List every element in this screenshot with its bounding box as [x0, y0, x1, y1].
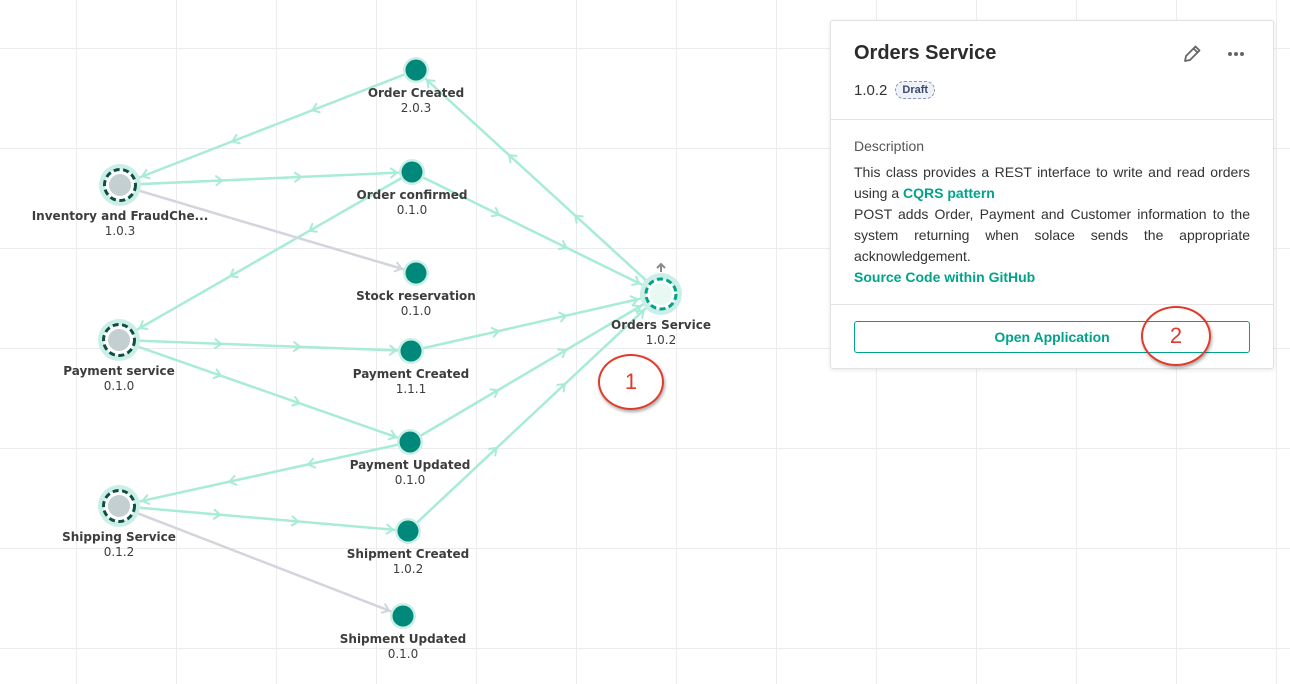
- description-label: Description: [854, 138, 925, 154]
- edge-shipment_created-to-orders_service: [407, 293, 662, 532]
- edge-payment_updated-to-orders_service: [409, 292, 662, 444]
- divider: [831, 119, 1273, 120]
- node-payment-created[interactable]: [398, 338, 424, 364]
- node-payment-service[interactable]: [98, 319, 140, 361]
- node-name: Inventory and FraudChe...: [31, 209, 209, 223]
- description-line: POST adds Order, Payment and Customer in…: [854, 206, 1250, 264]
- node-version: 0.1.0: [394, 473, 426, 487]
- cqrs-pattern-link[interactable]: CQRS pattern: [903, 185, 995, 201]
- edge-shipping-to-shipment_updated: [118, 504, 404, 618]
- application-details-panel: Orders Service 1.0.2 Draft Description T…: [830, 20, 1274, 369]
- node-version: 1.1.1: [395, 382, 427, 396]
- node-shipping[interactable]: [98, 485, 140, 527]
- annotation-callout-1: 1: [598, 354, 664, 410]
- node-orders-service[interactable]: [640, 262, 682, 315]
- node-name: Order confirmed: [356, 188, 468, 202]
- node-payment-updated[interactable]: [397, 429, 423, 455]
- node-name: Stock reservation: [356, 289, 476, 303]
- node-inventory[interactable]: [99, 164, 141, 206]
- divider: [831, 304, 1273, 305]
- node-version: 0.1.0: [103, 379, 135, 393]
- edge-inventory-to-order_confirmed: [119, 167, 413, 187]
- node-name: Shipping Service: [62, 530, 176, 544]
- node-version: 1.0.3: [104, 224, 136, 238]
- edge-shipping-to-shipment_created: [118, 504, 409, 535]
- node-order-confirmed[interactable]: [399, 159, 425, 185]
- arrow-up-icon: [656, 262, 666, 272]
- node-version: 1.0.2: [645, 333, 677, 347]
- node-name: Payment service: [63, 364, 175, 378]
- node-version: 0.1.2: [103, 545, 135, 559]
- edge-payment_service-to-payment_created: [118, 338, 412, 356]
- node-name: Payment Updated: [349, 458, 471, 472]
- node-order-created[interactable]: [403, 57, 429, 83]
- panel-title: Orders Service: [854, 42, 997, 64]
- pencil-icon[interactable]: [1181, 43, 1203, 65]
- edge-order_confirmed-to-payment_service: [118, 170, 413, 342]
- description-line: This class provides a REST interface to …: [854, 164, 1250, 201]
- status-badge: Draft: [895, 81, 936, 99]
- node-version: 0.1.0: [400, 304, 432, 318]
- node-version: 1.0.2: [392, 562, 424, 576]
- more-horizontal-icon[interactable]: [1227, 51, 1245, 57]
- node-name: Order Created: [367, 86, 465, 100]
- node-shipment-updated[interactable]: [390, 603, 416, 629]
- node-name: Shipment Created: [346, 547, 470, 561]
- edge-payment_created-to-orders_service: [410, 292, 662, 353]
- node-shipment-created[interactable]: [395, 518, 421, 544]
- edge-orders_service-to-order_created: [415, 69, 662, 295]
- description-text: This class provides a REST interface to …: [854, 162, 1250, 288]
- node-name: Payment Created: [352, 367, 470, 381]
- edge-order_confirmed-to-orders_service: [411, 170, 662, 296]
- annotation-callout-2: 2: [1141, 306, 1211, 366]
- node-name: Orders Service: [611, 318, 711, 332]
- edge-payment_service-to-payment_updated: [118, 338, 411, 444]
- edge-payment_updated-to-shipping: [118, 440, 411, 508]
- edge-inventory-to-stock_reservation: [119, 183, 417, 275]
- node-stock-reservation[interactable]: [403, 260, 429, 286]
- github-source-link[interactable]: Source Code within GitHub: [854, 269, 1036, 285]
- node-version: 0.1.0: [396, 203, 428, 217]
- node-label: Inventory and FraudChe...1.0.3: [32, 209, 209, 239]
- node-version: 0.1.0: [387, 647, 419, 661]
- node-name: Shipment Updated: [339, 632, 467, 646]
- application-version: 1.0.2: [854, 81, 888, 99]
- node-version: 2.0.3: [400, 101, 432, 115]
- edge-order_created-to-inventory: [119, 68, 417, 187]
